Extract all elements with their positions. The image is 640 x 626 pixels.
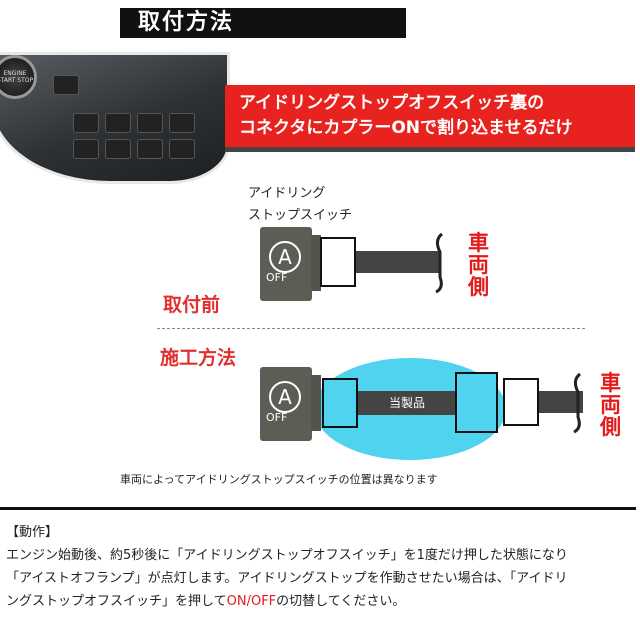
operation-text: エンジン始動後、約5秒後に「アイドリングストップオフスイッチ」を1度だけ押した状…: [6, 548, 568, 563]
vehicle-cable: [355, 251, 441, 273]
product-coupler: [455, 372, 498, 433]
divider: [157, 328, 585, 329]
engine-start-button-image: ENGINE START STOP: [0, 55, 37, 99]
switch-label-line: アイドリング: [248, 186, 326, 201]
cable-break-icon: [573, 372, 581, 434]
diagram-caption: 車両によってアイドリングストップスイッチの位置は異なります: [120, 473, 438, 486]
product-cable: 当製品: [357, 391, 457, 415]
instruction-banner: アイドリングストップオフスイッチ裏の コネクタにカプラーONで割り込ませるだけ: [225, 85, 635, 147]
dash-button: [137, 113, 163, 133]
idle-stop-switch: A OFF: [260, 227, 321, 301]
dash-button: [73, 113, 99, 133]
switch-label: アイドリング ストップスイッチ: [248, 183, 352, 227]
off-text: OFF: [266, 271, 288, 284]
dash-button: [137, 139, 163, 159]
operation-heading: 【動作】: [6, 525, 59, 540]
dash-button: [105, 113, 131, 133]
dash-button: [169, 113, 195, 133]
dash-button: [169, 139, 195, 159]
text-span: ングストップオフスイッチ」を押して: [6, 594, 227, 609]
off-text: OFF: [266, 411, 288, 424]
dash-button: [73, 139, 99, 159]
product-connector: [322, 378, 358, 428]
dash-button: [53, 75, 79, 95]
a-off-icon: A: [269, 381, 301, 413]
on-off-highlight: ON/OFF: [226, 594, 277, 609]
vehicle-cable: [535, 391, 583, 413]
operation-text: 「アイストオフランプ」が点灯します。アイドリングストップを作動させたい場合は、「…: [6, 571, 568, 586]
vehicle-side-label: 車両側: [600, 371, 621, 439]
switch-label-line: ストップスイッチ: [248, 208, 353, 223]
dash-button: [105, 139, 131, 159]
vehicle-connector: [503, 378, 539, 426]
vehicle-side-label: 車両側: [468, 231, 489, 299]
text-span: の切替してください。: [276, 594, 406, 609]
a-off-icon: A: [269, 241, 301, 273]
idle-stop-switch: A OFF: [260, 367, 321, 441]
connector: [320, 237, 356, 287]
operation-text: ングストップオフスイッチ」を押してON/OFFの切替してください。: [6, 590, 638, 613]
section-divider: [0, 507, 636, 510]
cable-break-icon: [435, 232, 443, 294]
method-label: 施工方法: [160, 347, 237, 369]
banner-line: コネクタにカプラーONで割り込ませるだけ: [239, 118, 573, 138]
section-header: 取付方法: [120, 8, 406, 38]
banner-line: アイドリングストップオフスイッチ裏の: [239, 93, 545, 113]
before-label: 取付前: [163, 294, 221, 316]
operation-section: 【動作】 エンジン始動後、約5秒後に「アイドリングストップオフスイッチ」を1度だ…: [6, 521, 638, 613]
dashboard-photo: ENGINE START STOP: [0, 52, 230, 184]
